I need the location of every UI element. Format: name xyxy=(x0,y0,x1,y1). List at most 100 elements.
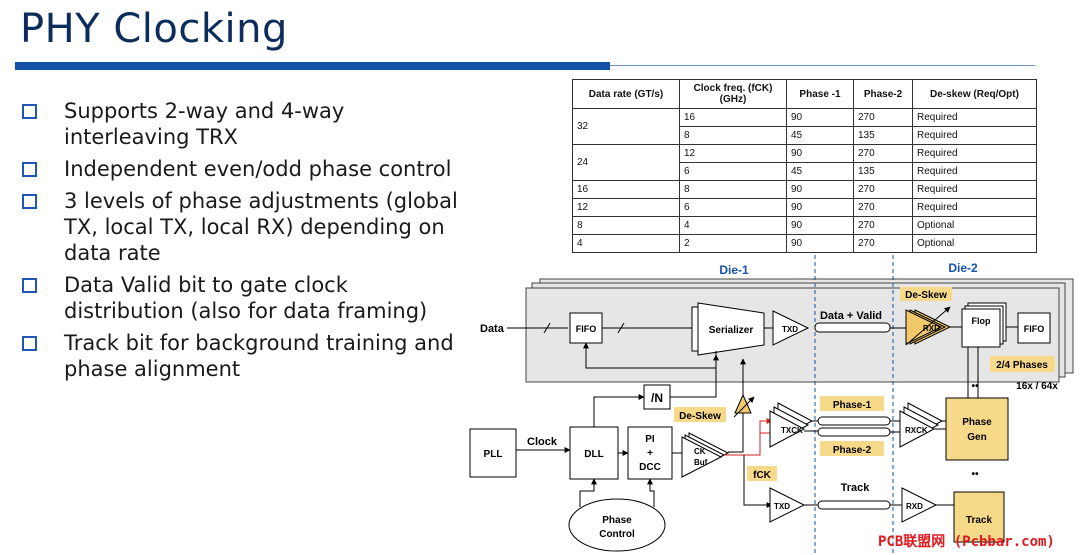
rxck-receiver xyxy=(899,410,936,448)
data-valid-label: Data + Valid xyxy=(820,310,882,322)
table-cell: 90 xyxy=(786,144,854,163)
tx-deskew-tag xyxy=(674,407,726,422)
table-cell: 12 xyxy=(679,144,787,163)
table-cell: 6 xyxy=(679,198,787,217)
phase1-channel xyxy=(817,416,891,426)
table-cell: Required xyxy=(912,162,1037,181)
data-input-label: Data xyxy=(480,323,505,335)
rx-deskew-label: De-Skew xyxy=(905,290,947,301)
table-cell: 270 xyxy=(853,144,913,163)
tx-fifo-block xyxy=(569,312,603,344)
title-rule xyxy=(610,65,1035,66)
page-title: PHY Clocking xyxy=(20,6,288,52)
track-txd-label: TXD xyxy=(774,502,790,511)
pi-plus-label: + xyxy=(647,448,653,459)
table-cell: 270 xyxy=(853,234,913,253)
table-cell: 135 xyxy=(853,126,913,145)
bullet-item: Independent even/odd phase control xyxy=(20,156,460,182)
dll-block xyxy=(569,426,619,480)
phase-gen-label-1: Phase xyxy=(962,417,992,428)
tx-fifo-label: FIFO xyxy=(576,324,597,334)
phase2-channel xyxy=(817,427,891,437)
table-cell: 8 xyxy=(679,126,787,145)
rx-fifo-block xyxy=(1017,312,1051,344)
table-cell: 90 xyxy=(786,216,854,235)
fck-to-track-wire xyxy=(743,455,773,508)
table-cell: 8 xyxy=(572,216,680,235)
ckbuf-label-1: CK xyxy=(694,447,706,456)
table-row: 4 2 90 270 Optional xyxy=(572,234,1037,253)
bullet-list: Supports 2-way and 4-way interleaving TR… xyxy=(20,98,460,388)
bullet-box-icon xyxy=(22,104,37,119)
pll-block xyxy=(469,428,517,478)
tx-deskew-buffer xyxy=(734,393,752,414)
rx-deskew-tag xyxy=(900,287,952,301)
column-header: De-skew (Req/Opt) xyxy=(912,79,1037,109)
rxck-label: RXCK xyxy=(905,426,928,435)
pll-label: PLL xyxy=(484,449,503,460)
track-rxd-label: RXD xyxy=(906,502,923,511)
table-cell: Required xyxy=(912,126,1037,145)
watermark: PCB联盟网 (Pcbbar.com) xyxy=(878,534,1055,550)
table-header-row: Data rate (GT/s) Clock freq. (fCK) (GHz)… xyxy=(572,79,1037,109)
dll-label: DLL xyxy=(584,449,603,460)
bus-slash xyxy=(617,322,625,334)
table-cell: 45 xyxy=(786,162,854,181)
serializer-shadow xyxy=(691,306,699,352)
phases-label: 2/4 Phases xyxy=(996,360,1048,371)
bullet-box-icon xyxy=(22,278,37,293)
bullet-box-icon xyxy=(22,194,37,209)
clock-label: Clock xyxy=(527,436,558,448)
column-header: Clock freq. (fCK) (GHz) xyxy=(679,79,787,109)
track-channel-label: Track xyxy=(841,482,871,494)
bullet-text: 3 levels of phase adjustments (global TX… xyxy=(64,189,458,265)
table-cell: 45 xyxy=(786,126,854,145)
table-row: 16 8 90 270 Required xyxy=(572,180,1037,199)
table-cell: 6 xyxy=(679,162,787,181)
ckbuf-label-2: Buf xyxy=(694,458,708,467)
divider-block xyxy=(643,384,671,410)
data-channel xyxy=(814,322,891,333)
column-header: Phase-2 xyxy=(853,79,913,109)
table-cell: Optional xyxy=(912,234,1037,253)
title-underline xyxy=(15,62,610,70)
table-cell: 16 xyxy=(679,108,787,127)
table-cell: 270 xyxy=(853,216,913,235)
die2-label: Die-2 xyxy=(948,261,978,275)
tx-deskew-adjust-arrow xyxy=(733,396,755,418)
phase-gen-block xyxy=(945,397,1009,461)
rxd-adjust-arrow xyxy=(905,306,951,346)
tx-deskew-label: De-Skew xyxy=(679,411,721,422)
bullet-item: Track bit for background training and ph… xyxy=(20,330,460,382)
table-cell: 90 xyxy=(786,108,854,127)
table-cell: 12 xyxy=(572,198,680,217)
table-row: 24 12 90 270 Required xyxy=(572,144,1037,181)
fck-to-txck-wire xyxy=(724,418,773,456)
table-row: 32 16 90 270 Required xyxy=(572,108,1037,145)
table-cell: 2 xyxy=(679,234,787,253)
fck-tag xyxy=(747,466,777,481)
pi-label: PI xyxy=(645,434,655,445)
phasectrl-to-pi-wire xyxy=(647,478,655,507)
table-cell: 90 xyxy=(786,198,854,217)
bullet-box-icon xyxy=(22,162,37,177)
fck-label: fCK xyxy=(753,470,772,481)
phase-control-label-2: Control xyxy=(599,529,635,540)
table-cell: 8 xyxy=(679,180,787,199)
bullet-item: Data Valid bit to gate clock distributio… xyxy=(20,272,460,324)
bullet-text: Track bit for background training and ph… xyxy=(64,331,454,381)
clock-config-table: Data rate (GT/s) Clock freq. (fCK) (GHz)… xyxy=(572,79,1037,253)
table-cell: 90 xyxy=(786,234,854,253)
flop-label: Flop xyxy=(972,316,991,326)
track-channel xyxy=(817,500,891,510)
flop-block xyxy=(961,308,1001,348)
table-cell: 135 xyxy=(853,162,913,181)
table-cell: 16 xyxy=(572,180,680,199)
txck-driver xyxy=(769,410,806,448)
divider-to-serializer-wire xyxy=(670,354,719,398)
phase1-tag xyxy=(820,396,884,411)
phase-control-block xyxy=(568,498,666,552)
track-block-label: Track xyxy=(966,515,993,526)
bullet-text: Supports 2-way and 4-way interleaving TR… xyxy=(64,99,345,149)
phase2-tag xyxy=(820,441,884,456)
